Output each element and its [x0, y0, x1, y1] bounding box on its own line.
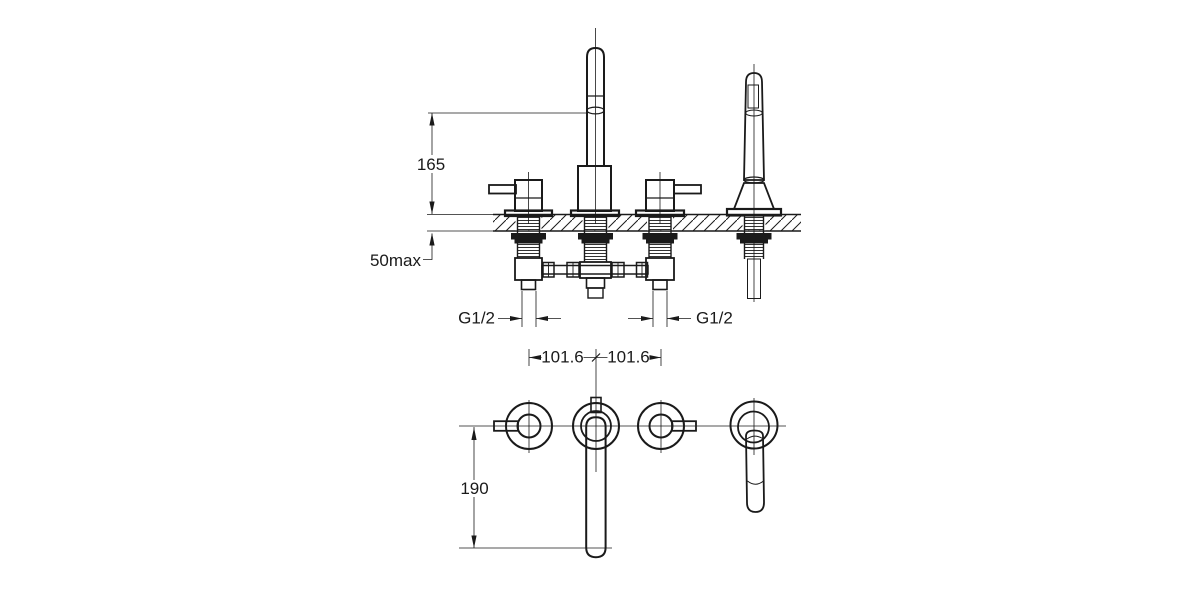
- connecting-pipe: [541, 264, 649, 275]
- centerlines: [459, 28, 786, 472]
- dim-label-spout-reach: 190: [460, 479, 488, 498]
- dim-deck-thickness: 50max: [370, 230, 493, 270]
- pipe-union-nuts: [542, 261, 649, 278]
- spout-arm-plan: [585, 416, 607, 559]
- hand-shower-handset-plan: [745, 429, 765, 513]
- elevation-view: 165 50max G1/2 G1/2: [370, 46, 801, 367]
- dim-spout-height: 165: [414, 112, 587, 215]
- underdeck-assembly: [511, 233, 772, 299]
- spout-flange: [569, 209, 621, 218]
- dim-label-inlet-right: G1/2: [696, 309, 733, 328]
- tee-threaded-tip: [587, 287, 604, 299]
- left-handle-lever: [488, 184, 517, 195]
- right-handle-lever: [673, 184, 702, 195]
- left-handle-elevation: [488, 179, 554, 218]
- right-handle-elevation: [634, 179, 702, 218]
- dim-hole-spacing: 101.6 101.6: [528, 348, 662, 367]
- dim-label-spacing-right: 101.6: [607, 348, 650, 367]
- dim-inlet-thread-left: G1/2: [458, 291, 561, 328]
- dim-label-deck-thickness: 50max: [370, 251, 422, 270]
- hand-shower-spray-face: [747, 84, 759, 109]
- mounting-nuts: [511, 233, 772, 244]
- spout-tee-tail: [579, 243, 612, 299]
- right-inlet-outlet: [652, 279, 668, 291]
- plan-view: 190: [458, 396, 779, 559]
- left-valve-tail: [514, 243, 543, 291]
- dim-spout-reach: 190: [458, 427, 612, 549]
- dim-inlet-thread-right: G1/2: [628, 291, 733, 328]
- dim-label-spout-height: 165: [417, 155, 445, 174]
- spout-elevation: [569, 46, 621, 218]
- dim-label-spacing-left: 101.6: [541, 348, 584, 367]
- right-valve-tail: [645, 243, 675, 291]
- dim-label-inlet-left: G1/2: [458, 309, 495, 328]
- left-inlet-outlet: [520, 279, 537, 291]
